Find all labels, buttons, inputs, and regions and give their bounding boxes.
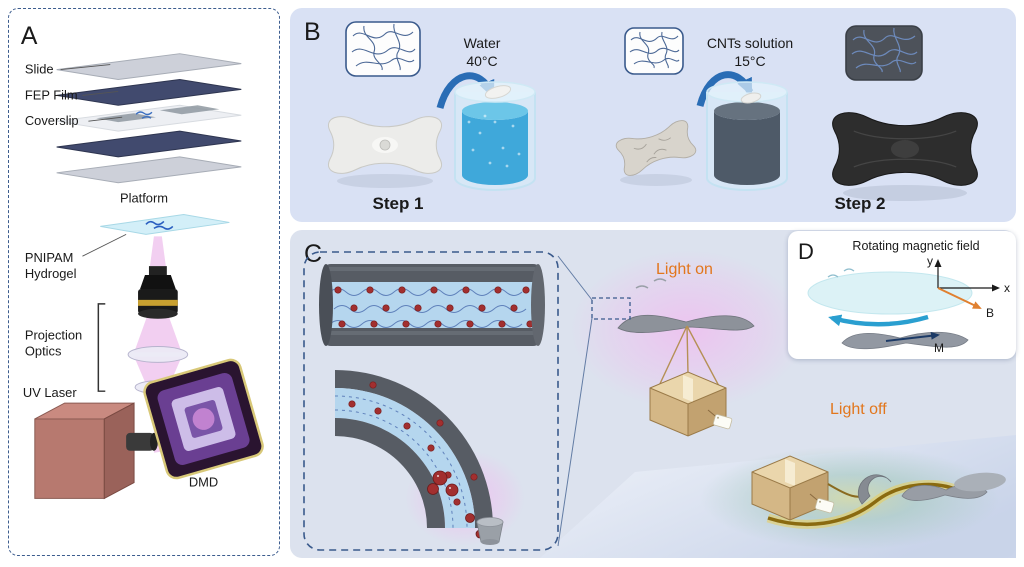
motion-trail (767, 482, 963, 527)
panel-b: B Water 40°C (290, 8, 1016, 222)
stack-labels: Slide FEP Film Coverslip (25, 62, 123, 128)
composite-tube-bent (334, 370, 493, 529)
coordinate-axes (934, 259, 1000, 292)
objective-lens (138, 266, 178, 319)
coverslip-gel-pattern (135, 111, 153, 119)
hydrogel-sample-shrunken (614, 118, 698, 178)
svg-text:Projection: Projection (25, 328, 82, 343)
hydrogel-label: PNIPAM Hydrogel (25, 233, 127, 281)
water-beaker (454, 81, 536, 191)
panel-a-drawing: A Slide (21, 23, 264, 500)
polymer-network-icon-collapsed (624, 27, 684, 75)
platform-label: Platform (120, 191, 168, 206)
svg-text:40°C: 40°C (466, 53, 497, 69)
actuator-hanging (617, 314, 755, 333)
actuator-curled (857, 474, 892, 505)
drug-particles (348, 381, 478, 506)
slide-label: Slide (25, 62, 54, 77)
cnt-coated-sample (831, 112, 979, 186)
svg-text:CNTs solution: CNTs solution (707, 35, 793, 51)
released-particles (427, 470, 485, 539)
panel-d-drawing: D Rotating magnetic field y x B M (798, 239, 1010, 355)
cnt-solution-beaker (706, 81, 788, 191)
step2-condition: CNTs solution 15°C (707, 35, 793, 69)
lens-1 (127, 346, 189, 363)
panel-d-label: D (798, 239, 814, 264)
panel-b-drawing: B Water 40°C (304, 18, 979, 213)
y-axis-label: y (927, 254, 933, 268)
panel-c: C Light off Light on (290, 230, 1016, 558)
slide-layer (56, 53, 242, 81)
cnt-network-icon (845, 25, 923, 81)
panel-c-drawing: C Light off Light on (303, 240, 1016, 558)
panel-d: D Rotating magnetic field y x B M (788, 231, 1016, 359)
dmd-label: DMD (189, 474, 218, 489)
hydrogel-sample-swollen (327, 116, 443, 174)
actuator-flat (954, 472, 1006, 492)
zoom-source-box (591, 297, 631, 320)
polymer-network-icon-swollen (345, 21, 421, 77)
motion-marks (827, 268, 855, 278)
laser-aperture (126, 432, 154, 451)
svg-text:15°C: 15°C (734, 53, 765, 69)
fep-film-layer-bottom (56, 130, 242, 158)
svg-text:Hydrogel: Hydrogel (25, 266, 77, 281)
panel-b-label: B (304, 18, 321, 46)
panel-a-label: A (21, 23, 38, 50)
uv-laser (34, 402, 158, 500)
rotation-plane-disc (807, 271, 973, 315)
network-lines (329, 288, 527, 328)
projection-optics-label: Projection Optics (25, 303, 106, 392)
field-vector (937, 287, 982, 309)
platform-slide (100, 213, 230, 235)
composite-tube-straight (319, 264, 545, 346)
panel-a: A Slide (8, 8, 280, 556)
gel-shadow (620, 174, 692, 186)
magnetization-label: M (934, 341, 944, 355)
coverslip-label: Coverslip (25, 113, 79, 128)
x-axis-label: x (1004, 281, 1010, 295)
step1-label: Step 1 (372, 194, 423, 213)
panel-d-title: Rotating magnetic field (852, 239, 979, 253)
inset-callout (557, 255, 631, 547)
water-texture (467, 114, 521, 168)
svg-text:Water: Water (464, 35, 501, 51)
harness-strings (657, 325, 721, 389)
gel-shadow (337, 174, 433, 188)
layer-stack (56, 53, 242, 184)
step1-condition: Water 40°C (464, 35, 501, 69)
svg-text:Optics: Optics (25, 343, 62, 358)
hydrogel-pattern (145, 220, 174, 230)
dmd-device (143, 358, 264, 480)
light-on-label: Light on (656, 261, 713, 278)
inset-box (303, 251, 559, 551)
fep-film-label: FEP Film (25, 87, 78, 102)
rotation-arrow (828, 314, 929, 327)
field-label: B (986, 306, 994, 320)
bracket (97, 303, 106, 392)
gel-dropping (484, 85, 512, 99)
collection-cup (476, 517, 504, 545)
gel-dropping (740, 92, 762, 104)
light-off-glow (700, 446, 1000, 550)
light-on-glow (570, 250, 806, 410)
magnetic-actuator (841, 331, 969, 350)
magnetization-vector (885, 331, 940, 342)
gel-shadow (843, 185, 967, 201)
coverslip-piece-left (96, 113, 156, 123)
coverslip-piece-right (159, 105, 220, 115)
motion-marks (635, 278, 667, 289)
step2-label: Step 2 (834, 194, 885, 213)
svg-text:PNIPAM: PNIPAM (25, 250, 73, 265)
base-slide-layer (56, 156, 242, 184)
drug-particles (334, 286, 534, 328)
uv-laser-label: UV Laser (23, 385, 77, 400)
light-off-label: Light off (830, 401, 887, 418)
fep-film-layer-top (56, 78, 242, 106)
